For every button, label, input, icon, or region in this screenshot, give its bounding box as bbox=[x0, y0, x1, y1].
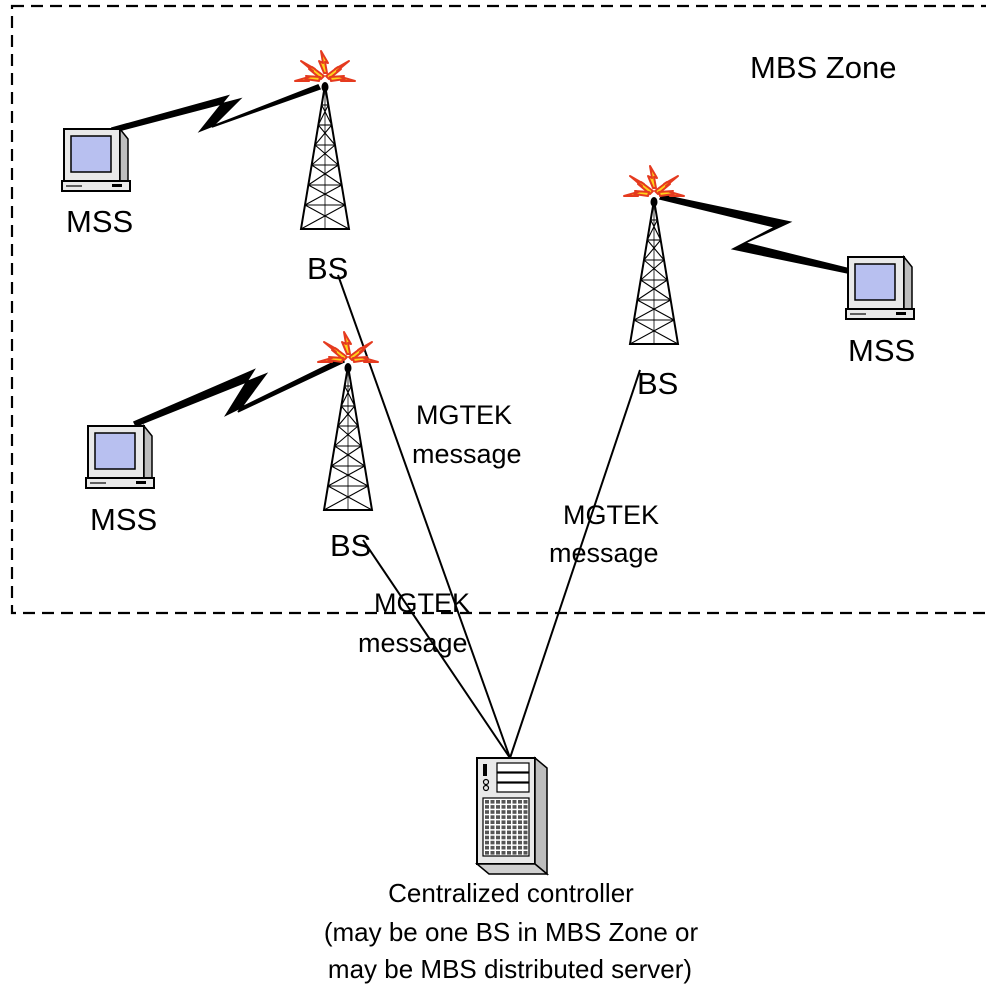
mss-bottom-left: MSS bbox=[85, 425, 157, 537]
server-tower-icon bbox=[476, 757, 548, 875]
link-bs-right-controller bbox=[509, 369, 641, 759]
mbs-zone-boundary bbox=[10, 4, 986, 615]
link-bs-top-controller bbox=[337, 274, 511, 759]
mss-top-left: MSS bbox=[61, 128, 133, 239]
mgtek-top-line1: MGTEK bbox=[416, 400, 512, 430]
backhaul-links bbox=[337, 274, 641, 759]
mss-label-right: MSS bbox=[848, 333, 915, 368]
bs-tower-top: BS bbox=[294, 50, 356, 286]
mgtek-message-top: MGTEK message bbox=[412, 400, 522, 469]
mgtek-right-line1: MGTEK bbox=[563, 500, 659, 530]
mbs-zone-label: MBS Zone bbox=[750, 50, 896, 85]
desktop-computer-icon bbox=[61, 128, 131, 192]
mgtek-message-middle: MGTEK message bbox=[358, 588, 470, 658]
mgtek-right-line2: message bbox=[549, 538, 659, 568]
wireless-link-icon bbox=[658, 194, 852, 274]
controller-label-line1: Centralized controller bbox=[388, 878, 634, 908]
controller-label-line2: (may be one BS in MBS Zone or bbox=[324, 917, 699, 947]
radio-tower-icon bbox=[317, 331, 379, 511]
mss-right: MSS bbox=[845, 256, 915, 368]
radio-tower-icon bbox=[294, 50, 356, 230]
mgtek-top-line2: message bbox=[412, 439, 522, 469]
bs-tower-right: BS bbox=[623, 165, 685, 401]
mgtek-middle-line1: MGTEK bbox=[374, 588, 470, 618]
mss-label-bottom-left: MSS bbox=[90, 502, 157, 537]
bs-label-top: BS bbox=[307, 251, 348, 286]
bs-label-right: BS bbox=[637, 366, 678, 401]
mgtek-middle-line2: message bbox=[358, 628, 468, 658]
mss-label-top-left: MSS bbox=[66, 204, 133, 239]
wireless-links bbox=[110, 84, 852, 427]
controller-label-line3: may be MBS distributed server) bbox=[328, 954, 692, 984]
desktop-computer-icon bbox=[845, 256, 915, 320]
wireless-link-icon bbox=[132, 356, 346, 427]
bs-label-middle: BS bbox=[330, 528, 371, 563]
desktop-computer-icon bbox=[85, 425, 155, 489]
mgtek-message-right: MGTEK message bbox=[549, 500, 659, 568]
centralized-controller: Centralized controller (may be one BS in… bbox=[324, 757, 699, 984]
wireless-link-icon bbox=[110, 84, 322, 133]
link-bs-middle-controller bbox=[362, 539, 511, 759]
bs-tower-middle: BS bbox=[317, 331, 379, 563]
radio-tower-icon bbox=[623, 165, 685, 345]
